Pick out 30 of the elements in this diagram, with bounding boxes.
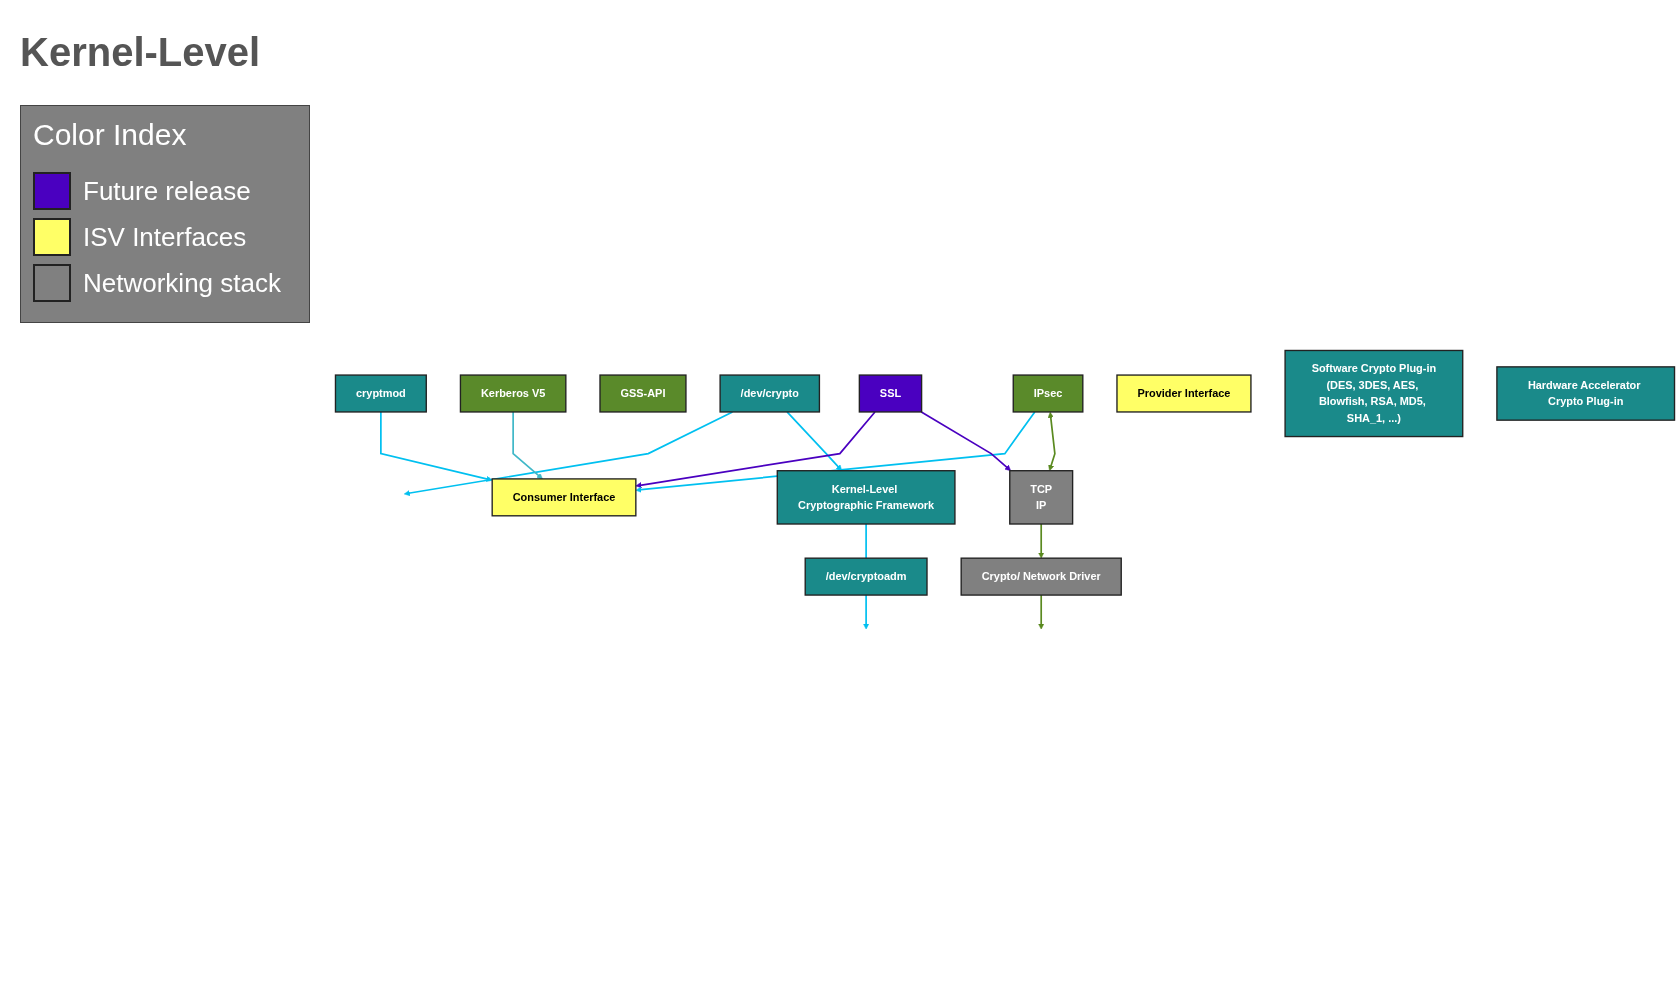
node-box: Kerberos V5 bbox=[459, 374, 567, 413]
arrow bbox=[380, 411, 493, 482]
arrow bbox=[404, 411, 734, 496]
connector bbox=[865, 523, 867, 559]
arrow bbox=[786, 411, 843, 471]
arrow bbox=[863, 594, 870, 630]
node-box: Crypto/ Network Driver bbox=[960, 557, 1122, 596]
arrow bbox=[1038, 594, 1045, 630]
legend-title: Color Index bbox=[33, 118, 187, 152]
node-box: cryptmod bbox=[334, 374, 427, 413]
legend-text: Future release bbox=[83, 175, 251, 207]
node-box: Provider Interface bbox=[1116, 374, 1252, 413]
arrow bbox=[512, 411, 543, 480]
arrow bbox=[635, 411, 876, 488]
legend-text: Networking stack bbox=[83, 267, 281, 299]
node-box: GSS-API bbox=[599, 374, 687, 413]
node-box: /dev/crypto bbox=[719, 374, 821, 413]
arrow bbox=[920, 411, 1011, 471]
node-box: Software Crypto Plug-in (DES, 3DES, AES, Blowfish, RSA, MD5, SHA_1, ...) bbox=[1284, 349, 1464, 438]
node-box: /dev/cryptoadm bbox=[804, 557, 928, 596]
section-heading: Kernel-Level bbox=[20, 30, 261, 75]
node-box: Hardware Accelerator Crypto Plug-in bbox=[1496, 366, 1676, 421]
node-box: TCP IP bbox=[1009, 469, 1074, 525]
node-box: IPsec bbox=[1012, 374, 1084, 413]
arrow bbox=[1047, 411, 1056, 471]
arrow bbox=[1038, 523, 1045, 559]
node-box: SSL bbox=[858, 374, 923, 413]
legend-text: ISV Interfaces bbox=[83, 221, 247, 253]
node-box: Consumer Interface bbox=[491, 478, 637, 517]
node-box: Kernel-Level Cryptographic Framework bbox=[776, 469, 956, 525]
